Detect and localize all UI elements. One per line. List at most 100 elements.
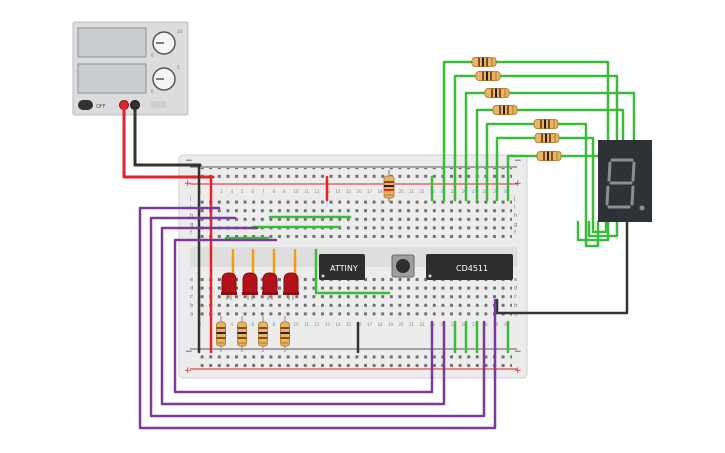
row-label-h-left: h <box>190 213 194 219</box>
column-number-bottom-12: 12 <box>315 322 321 327</box>
row-label-b-right: b <box>514 303 518 309</box>
segment-b <box>631 161 636 182</box>
column-number-top-16: 16 <box>357 189 363 194</box>
column-number-top-10: 10 <box>294 189 300 194</box>
row-label-j-left: j <box>189 196 192 202</box>
column-number-top-12: 12 <box>315 189 321 194</box>
purple-wire-3[interactable] <box>160 226 446 406</box>
led-2[interactable] <box>242 272 258 300</box>
row-label-h-right: h <box>514 213 518 219</box>
cd4511-body <box>426 254 513 280</box>
led-resistor-group <box>216 316 290 352</box>
column-number-top-22: 22 <box>420 189 426 194</box>
power-switch[interactable] <box>78 100 93 110</box>
attiny-chip[interactable]: ATTINY <box>319 254 365 280</box>
column-number-bottom-1: 1 <box>199 322 202 327</box>
purple-wire-4[interactable] <box>173 238 434 394</box>
segment-wire-g[interactable] <box>506 154 602 202</box>
column-number-bottom-21: 21 <box>409 322 415 327</box>
row-label-f-left: f <box>190 230 193 236</box>
column-number-bottom-4: 4 <box>231 322 234 327</box>
segment-f <box>607 161 612 182</box>
segment-wire-f[interactable] <box>495 136 608 234</box>
segment-resistor-group <box>471 57 562 161</box>
attiny-pin1-marker <box>321 274 325 278</box>
top-left-plus: + <box>184 179 192 189</box>
knob2-max-label: 5 <box>177 65 180 70</box>
segment-resistor-6[interactable] <box>534 133 560 143</box>
seven-segment-display[interactable] <box>598 140 652 222</box>
column-number-top-6: 6 <box>252 189 255 194</box>
top-right-minus: − <box>514 156 522 166</box>
column-number-top-4: 4 <box>231 189 234 194</box>
display-ground-wire[interactable] <box>495 220 629 315</box>
column-number-bottom-11: 11 <box>304 322 310 327</box>
column-number-bottom-6: 6 <box>252 322 255 327</box>
column-number-top-14: 14 <box>336 189 342 194</box>
push-button[interactable] <box>391 254 415 278</box>
pull-resistor[interactable] <box>383 170 395 202</box>
attiny-body <box>319 254 365 280</box>
power-negative-wire[interactable] <box>133 104 202 167</box>
row-label-a-right: a <box>514 311 517 317</box>
column-number-bottom-14: 14 <box>336 322 342 327</box>
column-number-top-9: 9 <box>283 189 286 194</box>
knob1-min-label: 0 <box>151 53 154 58</box>
led-resistor-1[interactable] <box>216 316 226 352</box>
bottom-rail-holes[interactable] <box>196 350 512 368</box>
led-3[interactable] <box>262 272 278 300</box>
segment-resistor-1[interactable] <box>471 57 497 67</box>
column-number-top-21: 21 <box>409 189 415 194</box>
cd4511-chip[interactable]: CD4511 <box>426 254 513 280</box>
top-rail-holes[interactable] <box>196 168 512 183</box>
current-display <box>77 63 147 94</box>
row-label-f-right: f <box>514 230 517 236</box>
row-label-g-right: g <box>514 222 518 228</box>
row-label-b-left: b <box>190 303 194 309</box>
segment-resistor-5[interactable] <box>533 119 559 129</box>
segment-wire-e[interactable] <box>485 122 600 248</box>
bottom-left-plus: + <box>184 366 192 376</box>
display-body <box>598 140 652 222</box>
green-jumper-attiny-lower[interactable] <box>314 248 391 295</box>
column-number-top-8: 8 <box>273 189 276 194</box>
column-number-bottom-26: 26 <box>462 322 468 327</box>
voltage-display <box>77 27 147 58</box>
column-number-bottom-10: 10 <box>294 322 300 327</box>
power-supply-brand-plate <box>150 101 166 108</box>
power-switch-label: OFF <box>96 104 106 110</box>
column-number-bottom-30: 30 <box>504 322 510 327</box>
column-number-top-11: 11 <box>304 189 310 194</box>
row-label-d-left: d <box>190 286 194 292</box>
upper-terminal-holes[interactable] <box>196 195 512 238</box>
power-positive-wire[interactable] <box>122 104 215 179</box>
power-supply[interactable]: 0 24 0 5 OFF <box>72 21 189 116</box>
segment-resistor-3[interactable] <box>484 88 510 98</box>
segment-wire-d[interactable] <box>475 108 625 202</box>
purple-wire-2[interactable] <box>149 216 486 418</box>
led-4[interactable] <box>283 272 299 300</box>
column-number-top-17: 17 <box>367 189 373 194</box>
row-label-e-left: e <box>190 277 194 283</box>
column-number-bottom-13: 13 <box>325 322 331 327</box>
column-number-top-15: 15 <box>346 189 352 194</box>
push-button-cap[interactable] <box>396 259 410 273</box>
row-label-c-left: c <box>190 294 193 300</box>
display-segments <box>605 158 636 209</box>
column-number-bottom-17: 17 <box>367 322 373 327</box>
led-1[interactable] <box>221 272 237 300</box>
purple-wire-1[interactable] <box>138 206 497 430</box>
led-resistor-3[interactable] <box>258 316 268 352</box>
column-number-bottom-8: 8 <box>273 322 276 327</box>
segment-resistor-7[interactable] <box>536 151 562 161</box>
top-right-plus: + <box>514 179 522 189</box>
segment-resistor-2[interactable] <box>475 71 501 81</box>
segment-resistor-4[interactable] <box>492 105 518 115</box>
segment-wire-c[interactable] <box>464 91 636 202</box>
led-resistor-4[interactable] <box>280 316 290 352</box>
led-resistor-2[interactable] <box>237 316 247 352</box>
column-number-top-27: 27 <box>472 189 478 194</box>
cd4511-pin1-marker <box>428 274 432 278</box>
